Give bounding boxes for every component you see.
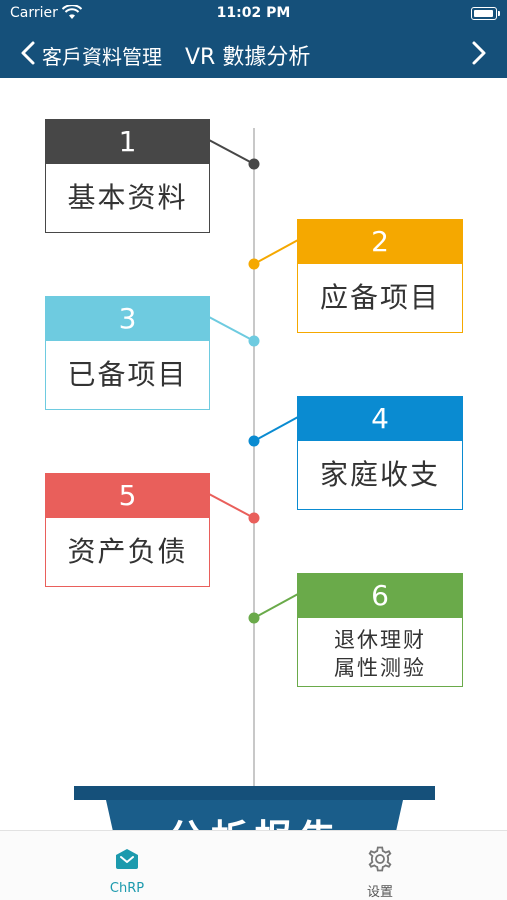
report-banner-top	[74, 786, 435, 800]
card-number: 5	[46, 474, 209, 518]
back-chevron-icon[interactable]	[14, 37, 44, 69]
forward-chevron-icon[interactable]	[463, 37, 493, 69]
nav-title[interactable]: 客戶資料管理	[42, 45, 162, 69]
chrp-icon	[116, 849, 138, 869]
card-label: 家庭收支	[319, 458, 440, 491]
card-label: 退休理财 属性测验	[298, 618, 462, 682]
timeline-card-household-budget[interactable]: 4 家庭收支	[297, 396, 463, 510]
status-time: 11:02 PM	[216, 5, 291, 21]
status-bar: Carrier 11:02 PM	[0, 0, 507, 28]
connector-4	[248, 416, 299, 447]
carrier-label: Carrier	[10, 5, 58, 21]
card-label: 应备项目	[319, 281, 440, 314]
connector-6	[248, 593, 299, 624]
card-label-line2: 属性测验	[334, 656, 426, 680]
timeline-card-required-items[interactable]: 2 应备项目	[297, 219, 463, 333]
card-label-line1: 退休理财	[334, 628, 426, 652]
battery-cap	[498, 11, 500, 16]
connector-5	[208, 493, 260, 524]
nav-bar: 客戶資料管理 VR 數據分析	[0, 28, 507, 78]
timeline-card-prepared-items[interactable]: 3 已备项目	[45, 296, 210, 410]
card-number: 2	[298, 220, 462, 264]
card-number: 3	[46, 297, 209, 341]
tab-bar: ChRP 设置	[0, 830, 507, 900]
card-number: 6	[298, 574, 462, 618]
wifi-icon	[62, 5, 82, 19]
card-label: 基本资料	[67, 181, 188, 214]
tab-label: ChRP	[109, 881, 145, 896]
tab-chrp[interactable]: ChRP	[67, 831, 187, 900]
connector-2	[248, 239, 299, 270]
card-label: 已备项目	[67, 358, 188, 391]
timeline-line	[253, 128, 255, 790]
connector-3	[208, 316, 260, 347]
nav-subtitle: VR 數據分析	[185, 45, 311, 70]
gear-icon	[368, 846, 392, 872]
card-number: 4	[298, 397, 462, 441]
card-number: 1	[46, 120, 209, 164]
timeline-card-retirement-assessment[interactable]: 6 退休理财 属性测验	[297, 573, 463, 687]
timeline-card-assets-liabilities[interactable]: 5 资产负债	[45, 473, 210, 587]
timeline-card-basic-info[interactable]: 1 基本资料	[45, 119, 210, 233]
tab-settings[interactable]: 设置	[320, 831, 440, 900]
battery-icon	[471, 7, 497, 20]
card-label: 资产负债	[67, 535, 188, 568]
tab-label: 设置	[366, 885, 393, 900]
connector-1	[208, 139, 260, 170]
